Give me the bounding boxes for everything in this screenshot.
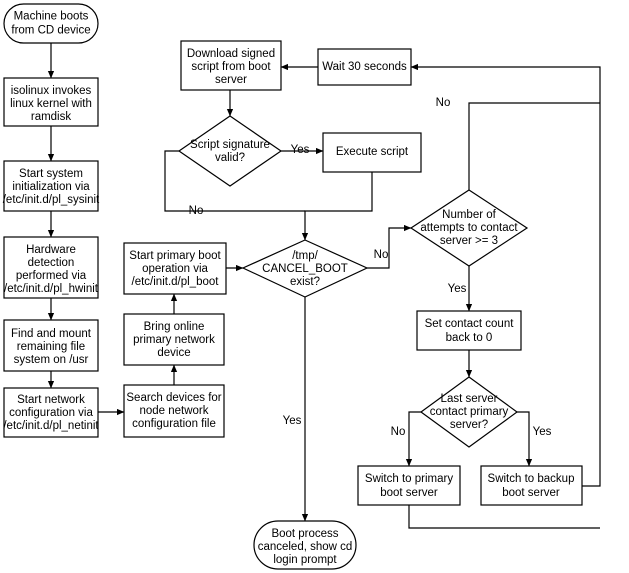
node-sysinit-line-2: /etc/init.d/pl_sysinit bbox=[3, 194, 100, 206]
node-wait-30-line-0: Wait 30 seconds bbox=[322, 61, 407, 73]
node-search-devices-line-2: configuration file bbox=[132, 418, 216, 430]
node-start-boot[interactable]: Start primary boot operation via /etc/in… bbox=[123, 242, 227, 295]
node-hwinit[interactable]: Hardware detection performed via /etc/in… bbox=[3, 236, 99, 299]
node-sysinit-line-1: initialization via bbox=[12, 181, 90, 193]
node-hwinit-line-1: detection bbox=[28, 257, 75, 269]
node-hwinit-line-0: Hardware bbox=[26, 244, 76, 256]
edge-label-sig-yes: Yes bbox=[291, 144, 310, 156]
node-download-script-line-1: script from boot bbox=[191, 61, 271, 73]
edge-switchbackup-return bbox=[582, 103, 601, 487]
node-set-count[interactable]: Set contact count back to 0 bbox=[416, 310, 522, 351]
edge-lastprimary-no-path bbox=[405, 411, 421, 467]
node-sysinit[interactable]: Start system initialization via /etc/ini… bbox=[3, 160, 100, 212]
connector-layer bbox=[47, 43, 601, 529]
node-sig-valid-line-1: valid? bbox=[215, 152, 245, 164]
node-search-devices[interactable]: Search devices for node network configur… bbox=[123, 384, 225, 438]
node-boot-canceled[interactable]: Boot process canceled, show cd login pro… bbox=[253, 520, 357, 570]
node-search-devices-line-0: Search devices for bbox=[126, 392, 221, 404]
node-netinit-line-1: configuration via bbox=[9, 407, 93, 419]
node-sysinit-line-0: Start system bbox=[19, 168, 83, 180]
edge-label-last-no: No bbox=[391, 426, 406, 438]
edge-label-attempts-no: No bbox=[436, 97, 451, 109]
node-download-script[interactable]: Download signed script from boot server bbox=[180, 40, 282, 91]
node-netinit[interactable]: Start network configuration via /etc/ini… bbox=[3, 387, 99, 438]
edge-lastprimary-yes-path bbox=[517, 411, 533, 467]
node-cancel-boot-line-1: CANCEL_BOOT bbox=[262, 263, 348, 275]
node-attempts[interactable]: Number of attempts to contact server >= … bbox=[409, 189, 529, 267]
node-last-primary-line-2: server? bbox=[450, 419, 488, 431]
node-last-primary-line-1: contact primary bbox=[430, 406, 509, 418]
node-bring-online-line-1: primary network bbox=[133, 334, 215, 346]
node-sig-valid-line-0: Script signature bbox=[190, 139, 270, 151]
node-execute-script[interactable]: Execute script bbox=[322, 132, 422, 173]
node-set-count-line-0: Set contact count bbox=[425, 318, 515, 330]
node-boot-canceled-line-2: login prompt bbox=[273, 554, 337, 566]
node-hwinit-line-3: /etc/init.d/pl_hwinit bbox=[4, 283, 99, 295]
node-bring-online-line-0: Bring online bbox=[144, 321, 205, 333]
node-attempts-line-1: attempts to contact bbox=[420, 222, 518, 234]
node-switch-backup-line-0: Switch to backup bbox=[488, 473, 575, 485]
node-isolinux[interactable]: isolinux invokes linux kernel with ramdi… bbox=[3, 77, 99, 127]
node-search-devices-line-1: node network bbox=[139, 405, 208, 417]
node-switch-primary-line-0: Switch to primary bbox=[365, 473, 453, 485]
node-wait-30[interactable]: Wait 30 seconds bbox=[317, 48, 412, 86]
node-netinit-line-0: Start network bbox=[17, 394, 85, 406]
edge-sigvalid-no-path bbox=[164, 150, 305, 212]
node-bring-online[interactable]: Bring online primary network device bbox=[123, 313, 225, 366]
edge-label-last-yes: Yes bbox=[533, 426, 552, 438]
node-download-script-line-2: server bbox=[215, 74, 247, 86]
node-switch-backup[interactable]: Switch to backup boot server bbox=[480, 465, 583, 506]
node-isolinux-line-2: ramdisk bbox=[31, 111, 72, 123]
node-mount-usr-line-0: Find and mount bbox=[11, 328, 92, 340]
edge-label-cancel-no: No bbox=[374, 249, 389, 261]
edge-attempts-no-path bbox=[468, 102, 600, 190]
node-cancel-boot-line-2: exist? bbox=[290, 276, 320, 288]
node-hwinit-line-2: performed via bbox=[16, 270, 87, 282]
node-boot-canceled-line-1: canceled, show cd bbox=[258, 541, 353, 553]
node-isolinux-line-0: isolinux invokes bbox=[11, 85, 92, 97]
edge-label-layer: Yes No No Yes Yes No No Yes bbox=[189, 97, 552, 438]
node-set-count-line-1: back to 0 bbox=[446, 332, 493, 344]
node-last-primary[interactable]: Last server contact primary server? bbox=[419, 376, 519, 448]
edge-label-sig-no: No bbox=[189, 205, 204, 217]
node-start-boot-line-0: Start primary boot bbox=[129, 250, 221, 262]
node-mount-usr-line-2: system on /usr bbox=[14, 354, 89, 366]
node-start-boot-line-1: operation via bbox=[142, 263, 208, 275]
node-last-primary-line-0: Last server bbox=[441, 393, 498, 405]
edge-switchprimary-return bbox=[408, 505, 600, 529]
node-mount-usr-line-1: remaining file bbox=[17, 341, 85, 353]
node-switch-backup-line-1: boot server bbox=[502, 487, 560, 499]
node-machine-boots-line-0: Machine boots bbox=[14, 11, 89, 23]
node-sig-valid[interactable]: Script signature valid? bbox=[177, 115, 283, 187]
node-cancel-boot[interactable]: /tmp/ CANCEL_BOOT exist? bbox=[241, 239, 369, 298]
node-machine-boots-line-1: from CD device bbox=[11, 25, 90, 37]
node-isolinux-line-1: linux kernel with bbox=[10, 98, 92, 110]
edge-label-cancel-yes: Yes bbox=[283, 415, 302, 427]
node-machine-boots[interactable]: Machine boots from CD device bbox=[3, 3, 99, 44]
edge-return-to-wait bbox=[410, 63, 601, 103]
node-bring-online-line-2: device bbox=[157, 347, 190, 359]
edge-label-attempts-yes: Yes bbox=[448, 283, 467, 295]
node-attempts-line-2: server >= 3 bbox=[440, 235, 498, 247]
node-boot-canceled-line-0: Boot process bbox=[271, 528, 338, 540]
node-mount-usr[interactable]: Find and mount remaining file system on … bbox=[3, 319, 99, 372]
edge-execute-to-cancelboot bbox=[301, 172, 373, 241]
node-start-boot-line-2: /etc/init.d/pl_boot bbox=[132, 276, 220, 288]
node-netinit-line-2: /etc/init.d/pl_netinit bbox=[3, 420, 99, 432]
edge-cancelboot-no-path bbox=[367, 224, 412, 269]
node-switch-primary[interactable]: Switch to primary boot server bbox=[357, 465, 461, 506]
node-attempts-line-0: Number of bbox=[442, 209, 496, 221]
node-switch-primary-line-1: boot server bbox=[380, 487, 438, 499]
node-execute-script-line-0: Execute script bbox=[336, 146, 409, 158]
node-download-script-line-0: Download signed bbox=[187, 48, 275, 60]
node-cancel-boot-line-0: /tmp/ bbox=[292, 250, 318, 262]
